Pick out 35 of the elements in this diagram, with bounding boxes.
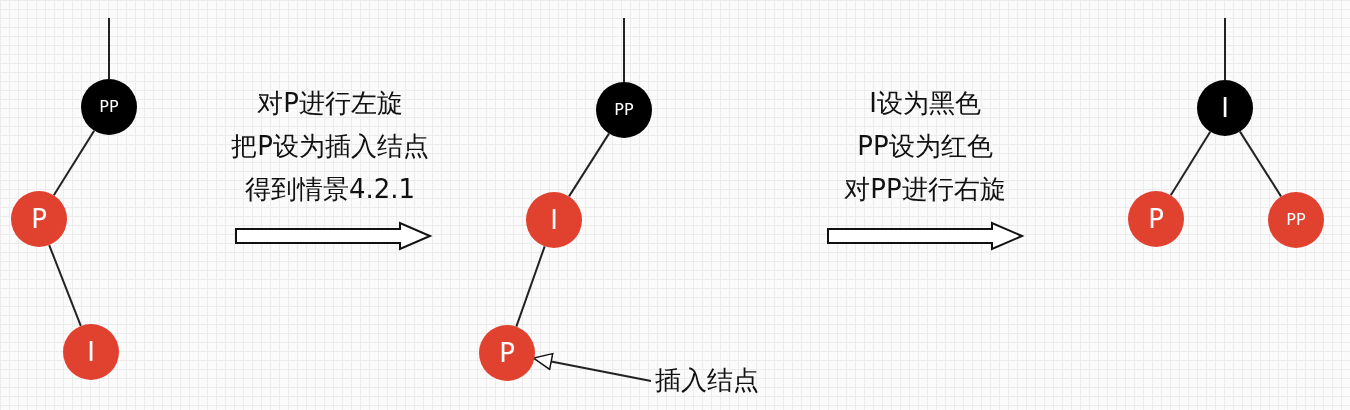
node-label: P [1148,206,1164,232]
node-label: I [550,207,558,233]
callout-text: 插入结点 [655,365,759,397]
tree-node-circle [1268,192,1324,248]
tree-link [48,244,82,327]
node-label: I [87,339,95,365]
tree-link [568,132,610,198]
step-text: 把P设为插入结点 [231,131,429,163]
tree-link [623,17,625,83]
tree-link [108,17,110,80]
tree-link [515,245,546,328]
node-label: P [31,206,47,232]
tree-node-circle [526,192,582,248]
tree-node-circle [81,79,137,135]
node-label: I [1221,95,1229,121]
step-text: 得到情景4.2.1 [244,174,416,206]
step-text: 对P进行左旋 [257,88,403,120]
tree-node-circle [1197,80,1253,136]
leader-arrow [532,352,652,382]
tree-link [1224,17,1226,81]
tree-node-circle [479,325,535,381]
tree-node-circle [11,191,67,247]
node-label: P [499,340,515,366]
tree-node-circle [1128,191,1184,247]
tree-link [1239,130,1282,198]
tree-node-circle [596,82,652,138]
step-text: PP设为红色 [857,131,993,163]
step-text: I设为黑色 [869,88,981,120]
tree-node-circle [63,324,119,380]
node-label: PP [1286,212,1306,228]
node-label: PP [99,99,119,115]
tree-link [1169,130,1212,197]
tree-link [52,129,96,197]
node-label: PP [614,102,634,118]
step-text: 对PP进行右旋 [844,174,1006,206]
